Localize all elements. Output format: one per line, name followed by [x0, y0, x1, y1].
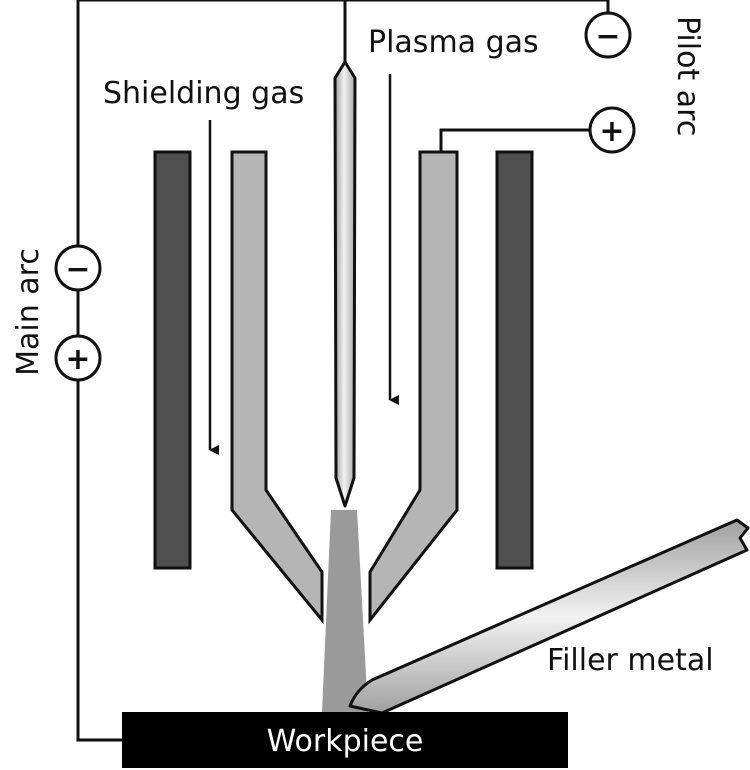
- inner-nozzle-right: [368, 150, 459, 625]
- inner-nozzle-left: [230, 150, 324, 625]
- pilot-arc-label: Pilot arc: [670, 16, 705, 136]
- pilot-arc-positive-wire: [439, 128, 590, 153]
- workpiece-label: Workpiece: [267, 724, 424, 759]
- main-arc-positive-sign: +: [65, 342, 90, 377]
- workpiece-block: [122, 712, 568, 768]
- tungsten-electrode: [333, 60, 357, 508]
- filler-metal-rod: [348, 518, 750, 715]
- pilot-arc-negative-sign: −: [595, 19, 620, 54]
- pilot-arc-positive-sign: +: [599, 114, 624, 149]
- shielding-gas-label: Shielding gas: [103, 76, 304, 111]
- plasma-gas-label: Plasma gas: [368, 25, 539, 60]
- main-arc-negative-terminal: −: [54, 244, 102, 292]
- pilot-arc-negative-terminal: −: [584, 11, 632, 59]
- main-arc-negative-sign: −: [65, 252, 90, 287]
- outer-shield-left: [153, 150, 192, 570]
- filler-metal-label: Filler metal: [547, 643, 714, 678]
- plasma-arc: [322, 510, 368, 712]
- outer-shield-right: [495, 150, 534, 570]
- pilot-arc-positive-terminal: +: [588, 106, 636, 154]
- main-arc-label: Main arc: [11, 248, 46, 376]
- main-arc-positive-terminal: +: [54, 334, 102, 382]
